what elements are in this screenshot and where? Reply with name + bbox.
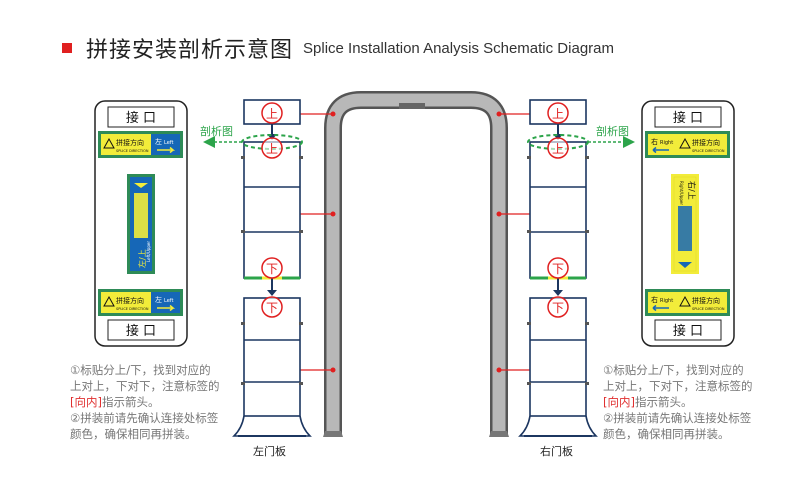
down-marker-right-top: 下 <box>547 257 569 279</box>
right-notes: ①标贴分上/下，找到对应的 上对上，下对下，注意标签的 [向内]指示箭头。 ②拼… <box>603 362 783 442</box>
left-card-top-side: 左 <box>155 137 162 146</box>
note-line-4: ②拼装前请先确认连接处标签 <box>70 411 219 425</box>
svg-text:下: 下 <box>266 262 278 276</box>
note-line-3-rest: 指示箭头。 <box>101 395 160 409</box>
left-card-vertical-en: Left/Upper <box>146 241 151 262</box>
note-highlight: [向内] <box>603 395 635 409</box>
left-card-vertical-text: 左/上 <box>137 249 147 268</box>
left-card-bottom-label-cn: 拼接方向 <box>116 296 144 305</box>
note-line-2: 上对上，下对下，注意标签的 <box>70 379 220 393</box>
title-marker <box>62 43 72 53</box>
right-card-top-label-en: SPLICE DIRECTION <box>692 149 725 153</box>
note-line-5: 颜色，确保相同再拼装。 <box>70 427 197 441</box>
left-card-top-label-cn: 拼接方向 <box>116 138 144 147</box>
left-notes: ①标贴分上/下，找到对应的 上对上，下对下，注意标签的 [向内]指示箭头。 ②拼… <box>70 362 250 442</box>
right-card-vertical-label: 右/上 Right/Upper <box>671 174 699 274</box>
left-card-bottom-header: 接 口 <box>126 323 156 339</box>
left-card-bottom-label: 拼接方向 SPLICE DIRECTION 左 Left <box>98 289 183 316</box>
right-card-bottom-side-en: Right <box>660 298 673 304</box>
right-card-bottom-side: 右 <box>651 295 658 304</box>
right-card-bottom-label: 右 Right 拼接方向 SPLICE DIRECTION <box>645 289 730 316</box>
svg-text:上: 上 <box>552 107 564 121</box>
right-card-bottom-header: 接 口 <box>673 323 703 339</box>
svg-text:上: 上 <box>552 142 564 156</box>
down-marker-left-top: 下 <box>261 257 283 279</box>
left-card-vertical-label: 左/上 Left/Upper <box>127 174 155 274</box>
right-card-top-header: 接 口 <box>673 110 703 126</box>
left-card-bottom-label-en: SPLICE DIRECTION <box>116 307 149 311</box>
note-highlight: [向内] <box>70 395 102 409</box>
down-marker-left-bottom: 下 <box>261 296 283 318</box>
up-marker-right-mid: 上 <box>547 137 569 159</box>
right-card-top-label-cn: 拼接方向 <box>692 138 720 147</box>
left-card-top-side-en: Left <box>164 140 173 146</box>
note-line-3-rest: 指示箭头。 <box>634 395 693 409</box>
note-line-4: ②拼装前请先确认连接处标签 <box>603 411 752 425</box>
left-card-top-label-en: SPLICE DIRECTION <box>116 149 149 153</box>
title-chinese: 拼接安装剖析示意图 <box>86 38 294 63</box>
right-card-top-side-en: Right <box>660 140 673 146</box>
note-line-2: 上对上，下对下，注意标签的 <box>603 379 753 393</box>
note-line-1: ①标贴分上/下，找到对应的 <box>603 363 744 377</box>
left-detail-card: 接 口 拼接方向 SPLICE DIRECTION 左 Left 左/上 Lef… <box>94 100 188 347</box>
right-detail-card: 接 口 右 Right 拼接方向 SPLICE DIRECTION 右/上 Ri… <box>641 100 735 347</box>
right-card-vertical-text: 右/上 <box>687 181 697 200</box>
note-line-5: 颜色，确保相同再拼装。 <box>603 427 730 441</box>
right-door-label: 右门板 <box>540 445 573 458</box>
svg-text:上: 上 <box>266 142 278 156</box>
svg-text:上: 上 <box>266 107 278 121</box>
right-section-label: 剖析图 <box>596 124 629 138</box>
right-card-top-label: 右 Right 拼接方向 SPLICE DIRECTION <box>645 131 730 158</box>
right-card-bottom-label-cn: 拼接方向 <box>692 296 720 305</box>
left-card-top-header: 接 口 <box>126 110 156 126</box>
title-bar: 拼接安装剖析示意图 Splice Installation Analysis S… <box>62 34 614 63</box>
up-marker-right-top: 上 <box>547 102 569 124</box>
title-english: Splice Installation Analysis Schematic D… <box>303 39 614 57</box>
note-line-3: [向内]指示箭头。 <box>603 394 783 410</box>
arch-frame <box>323 91 509 437</box>
up-marker-left-mid: 上 <box>261 137 283 159</box>
left-section-label: 剖析图 <box>200 124 233 138</box>
down-marker-right-bottom: 下 <box>547 296 569 318</box>
note-line-1: ①标贴分上/下，找到对应的 <box>70 363 211 377</box>
svg-text:下: 下 <box>552 301 564 315</box>
left-card-top-label: 拼接方向 SPLICE DIRECTION 左 Left <box>98 131 183 158</box>
connector-lines <box>300 111 530 373</box>
up-marker-left-top: 上 <box>261 102 283 124</box>
right-card-bottom-label-en: SPLICE DIRECTION <box>692 307 725 311</box>
note-line-3: [向内]指示箭头。 <box>70 394 250 410</box>
right-card-top-side: 右 <box>651 137 658 146</box>
left-card-bottom-side: 左 <box>155 295 162 304</box>
svg-text:下: 下 <box>266 301 278 315</box>
left-card-bottom-side-en: Left <box>164 298 173 304</box>
svg-text:下: 下 <box>552 262 564 276</box>
right-card-vertical-en: Right/Upper <box>679 181 684 205</box>
left-door-label: 左门板 <box>253 445 286 458</box>
